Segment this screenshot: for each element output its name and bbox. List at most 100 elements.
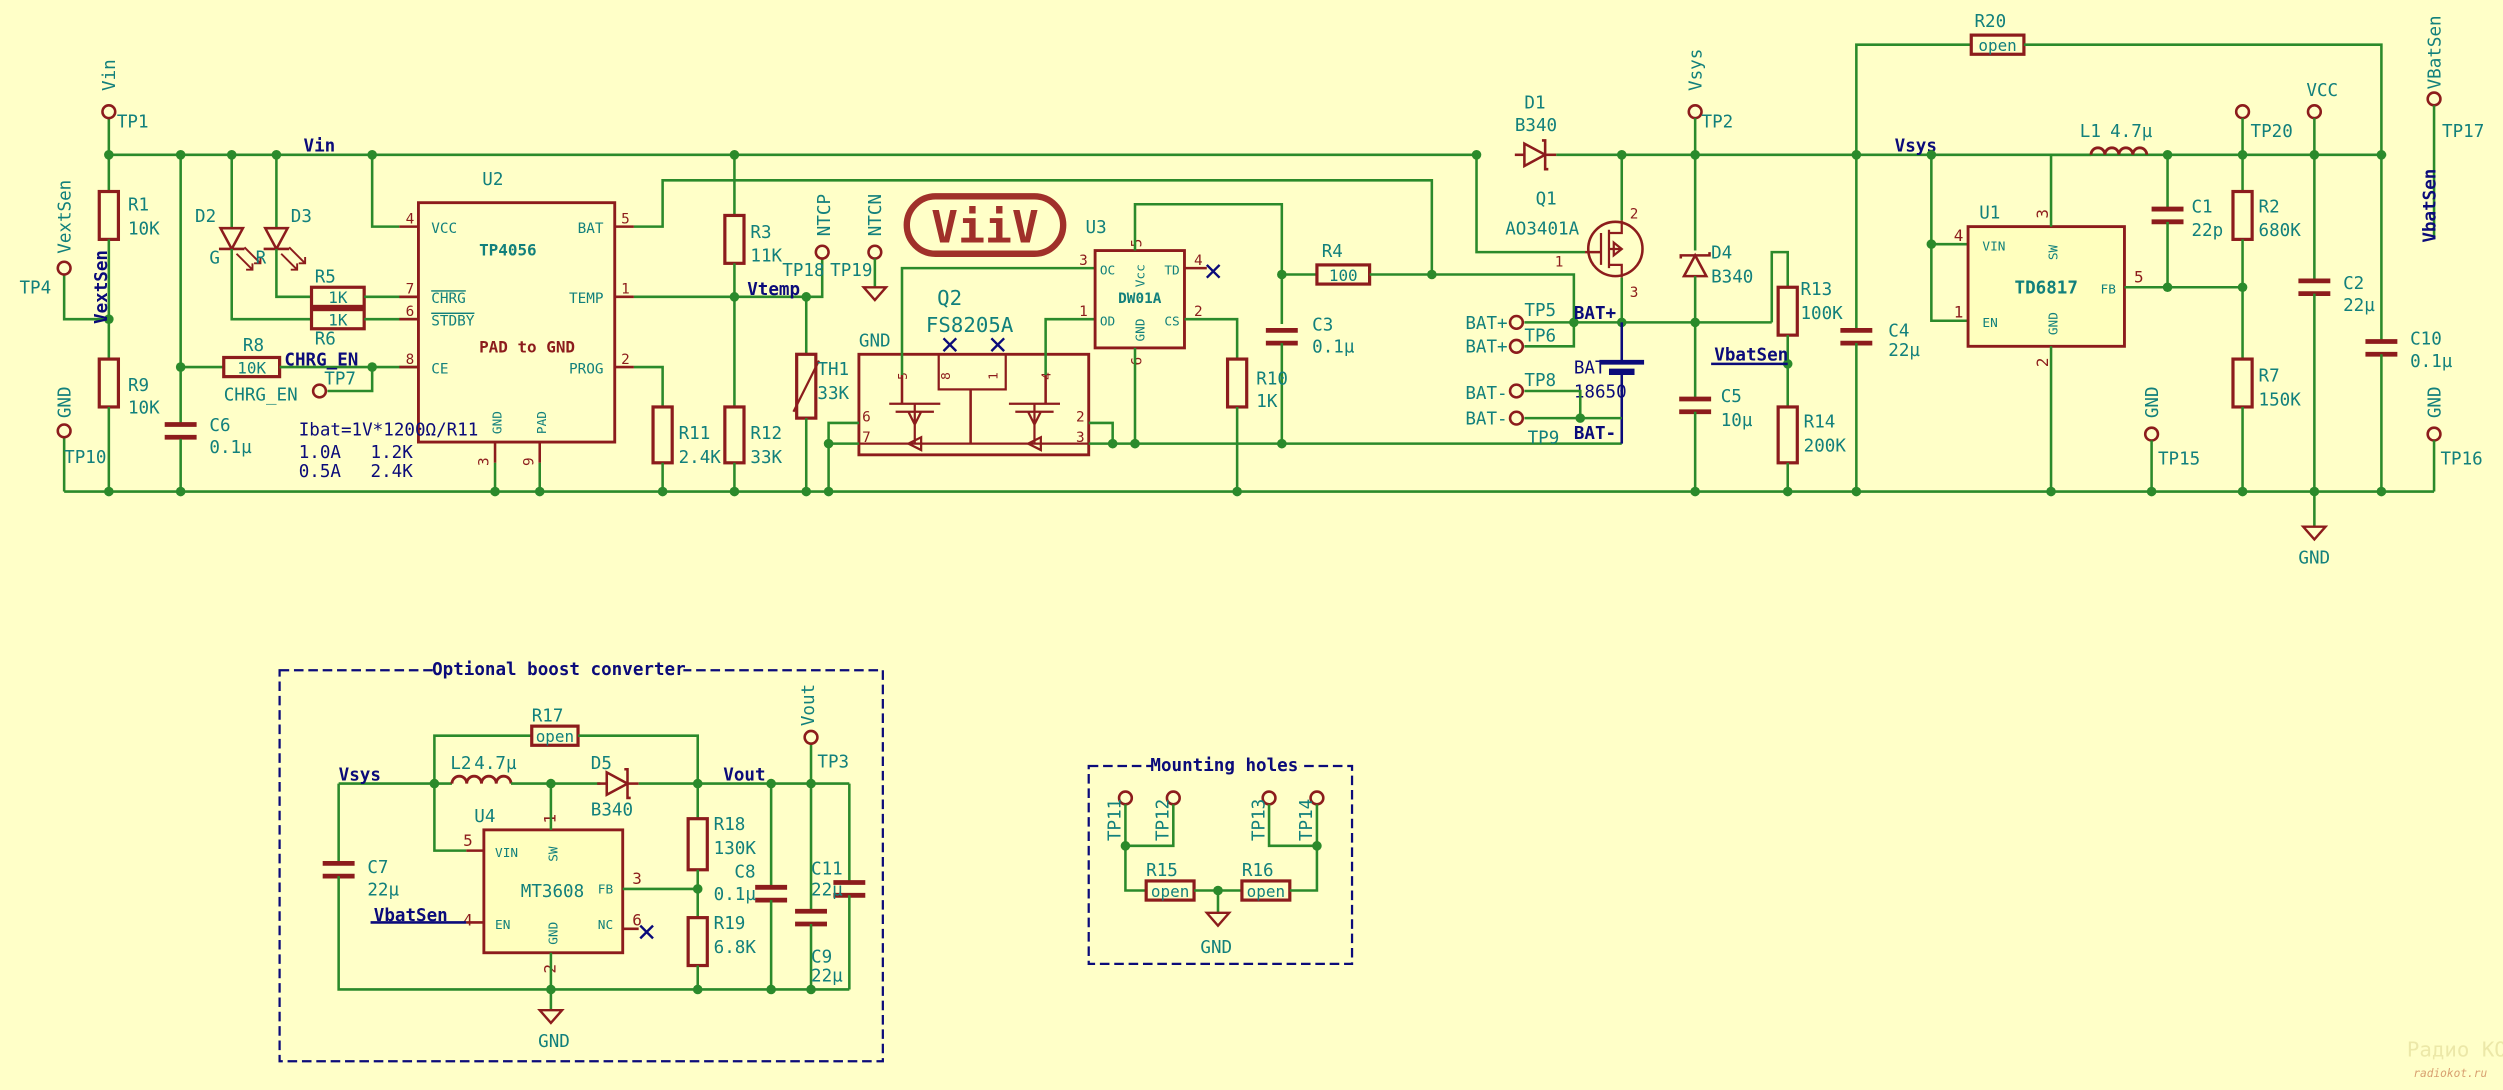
test_points-tp7-ref: TP7 [324,370,356,390]
test-point-tp9[interactable] [1508,410,1525,426]
q2_pins-7: 3 [1076,430,1085,446]
components-r3-ref: R3 [750,223,771,243]
components-r9-ref: R9 [128,376,149,396]
ics-u4-pins-nc-num: 6 [632,911,642,930]
test-point-tp6[interactable] [1508,338,1525,354]
components-c3-ref: C3 [1312,315,1333,335]
junction-dot [1569,317,1579,328]
test-point-tp5[interactable] [1508,314,1525,331]
gnd-label: GND [1200,938,1232,958]
components-l1-ref: L1 [2080,122,2101,142]
junction-dot [104,486,114,497]
test-point-tp4[interactable] [56,260,72,276]
ics-u3-pins-cs-name: CS [1164,315,1179,330]
schottky-bar [1679,252,1711,259]
components-bat-value: 18650 [1574,382,1627,402]
test-point-tp18[interactable] [814,244,830,260]
led-d2[interactable] [218,226,262,271]
components-r19-ref: R19 [714,914,746,934]
test_points-tp11-ref: TP11 [1106,799,1126,841]
components-c1-ref: C1 [2191,197,2212,217]
net-label-vbatsen: VbatSen [374,906,448,926]
test-point-tp1[interactable] [101,104,117,120]
ics-u2-pins-pad-name: PAD [535,411,550,434]
net-label-bat-plus: BAT+ [1574,304,1616,324]
ground-icon [1204,911,1232,928]
test-point-tp7[interactable] [311,383,328,399]
ic-u3[interactable] [1093,249,1186,350]
resistor-r8[interactable] [222,355,282,379]
components-r7-value: 150K [2259,390,2302,410]
components-q2-value: FS8205A [926,313,1014,337]
led-d3[interactable] [263,226,307,271]
ics-u2-pins-prog-num: 2 [621,352,630,368]
ic-part-u3: DW01A [1118,291,1162,307]
components-r10-ref: R10 [1256,370,1288,390]
ibat-current: 1.0A [299,443,342,463]
ics-u1-pins-gnd-num: 2 [2033,357,2052,367]
ic-u1[interactable] [1966,225,2126,348]
ics-u3-pins-gnd-num: 6 [1129,357,1145,366]
net-label-vsys: Vsys [339,765,381,785]
wire [1133,202,1284,324]
ibat-resistor: 2.4K [371,462,414,482]
inductor-l1[interactable] [2089,146,2149,156]
components-r13-value: 100K [1800,304,1843,324]
test_points-tp3-ref: TP3 [817,753,849,773]
test-point-tp3[interactable] [803,729,819,745]
test_points-tp18-net: NTCP [815,194,835,236]
net-label-vsys: Vsys [1895,137,1937,157]
components-c5-ref: C5 [1721,387,1742,407]
junction-dot [490,486,500,497]
components-c11-value: 22µ [811,880,843,900]
components-d1-ref: D1 [1524,94,1545,114]
net-label-vbatsen: VbatSen [1714,346,1788,366]
title-mask [1152,754,1300,778]
schottky-bar [1541,139,1549,171]
no-connect-icon [1205,264,1221,279]
ic-u2[interactable] [417,201,617,444]
resistor-value-r16: open [1247,882,1285,901]
no-connect-icon [942,337,958,352]
components-d2-value: G [209,248,220,268]
components-r11-ref: R11 [679,424,711,444]
ic-note-u2: PAD to GND [479,338,575,357]
junction-dot [1107,438,1118,449]
wire [1267,804,1317,848]
components-bat-ref: BAT [1574,358,1606,378]
test-point-tp19[interactable] [867,244,883,260]
ics-u2-ref: U2 [482,170,503,190]
inductor-l2[interactable] [450,774,513,784]
wire [1524,322,1576,348]
components-c2-value: 22µ [2343,296,2375,316]
wire [1088,421,1114,444]
led-icon [218,226,246,252]
ibat-current: 0.5A [299,462,342,482]
junction-dot [175,486,186,497]
junction-dot [1427,269,1437,280]
ics-u1-pins-vin-name: VIN [1982,240,2005,255]
watermark-url: radiokot.ru [2413,1067,2487,1080]
ic-u4[interactable] [482,828,625,955]
test_points-tp17-ref: TP17 [2442,122,2484,142]
test_points-tp9-ref: TP9 [1528,429,1560,449]
ics-u2-pins-temp-num: 1 [621,282,630,298]
boost-group-title: Optional boost converter [432,660,686,680]
junction-dot [1690,150,1700,160]
ics-u4-pins-sw-name: SW [546,846,561,862]
ics-u1-pins-fb-name: FB [2101,283,2117,298]
mosfet-1-icon [889,402,941,452]
ics-u1-pins-sw-num: 3 [2033,209,2052,219]
junction-dot [2046,486,2056,497]
junction-dot [2309,486,2320,497]
test-point-tp8[interactable] [1508,383,1525,399]
watermark-title: Радио КОТ [2407,1037,2503,1061]
capacitor-c6[interactable] [164,422,197,440]
test-point-tp10[interactable] [56,423,72,439]
wire [806,258,824,299]
components-c2-ref: C2 [2343,274,2364,294]
no-connect-icon [639,924,654,940]
test_points-tp12-ref: TP12 [1154,799,1174,841]
ics-u2-pins-chrg-name: CHRG [431,291,466,307]
mosfet-q1[interactable] [1586,220,1644,278]
